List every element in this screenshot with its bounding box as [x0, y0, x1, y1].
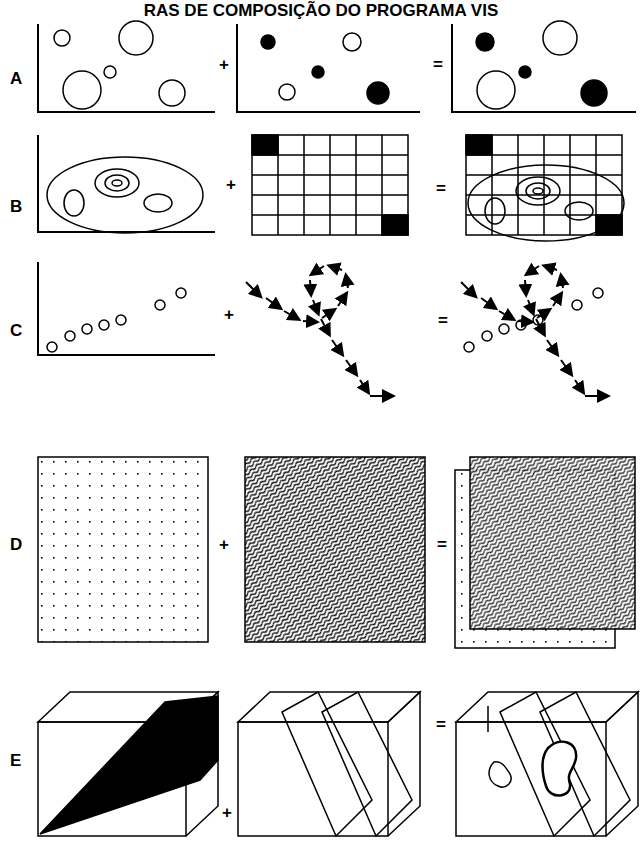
plus-sign: + — [219, 56, 229, 73]
equals-sign: = — [437, 536, 447, 553]
row-letter: E — [10, 752, 21, 769]
equals-sign: = — [433, 56, 443, 73]
row-letter: A — [10, 70, 22, 87]
equals-sign: = — [436, 716, 446, 733]
row-letter: C — [10, 322, 22, 339]
row-letter: B — [10, 198, 22, 215]
plus-sign: + — [224, 306, 234, 323]
plus-sign: + — [219, 536, 229, 553]
equals-sign: = — [438, 312, 448, 329]
plus-sign: + — [226, 176, 236, 193]
row-letter: D — [10, 536, 22, 553]
equals-sign: = — [436, 180, 446, 197]
plus-sign: + — [222, 804, 232, 821]
page-title: RAS DE COMPOSIÇÃO DO PROGRAMA VIS — [144, 2, 499, 19]
